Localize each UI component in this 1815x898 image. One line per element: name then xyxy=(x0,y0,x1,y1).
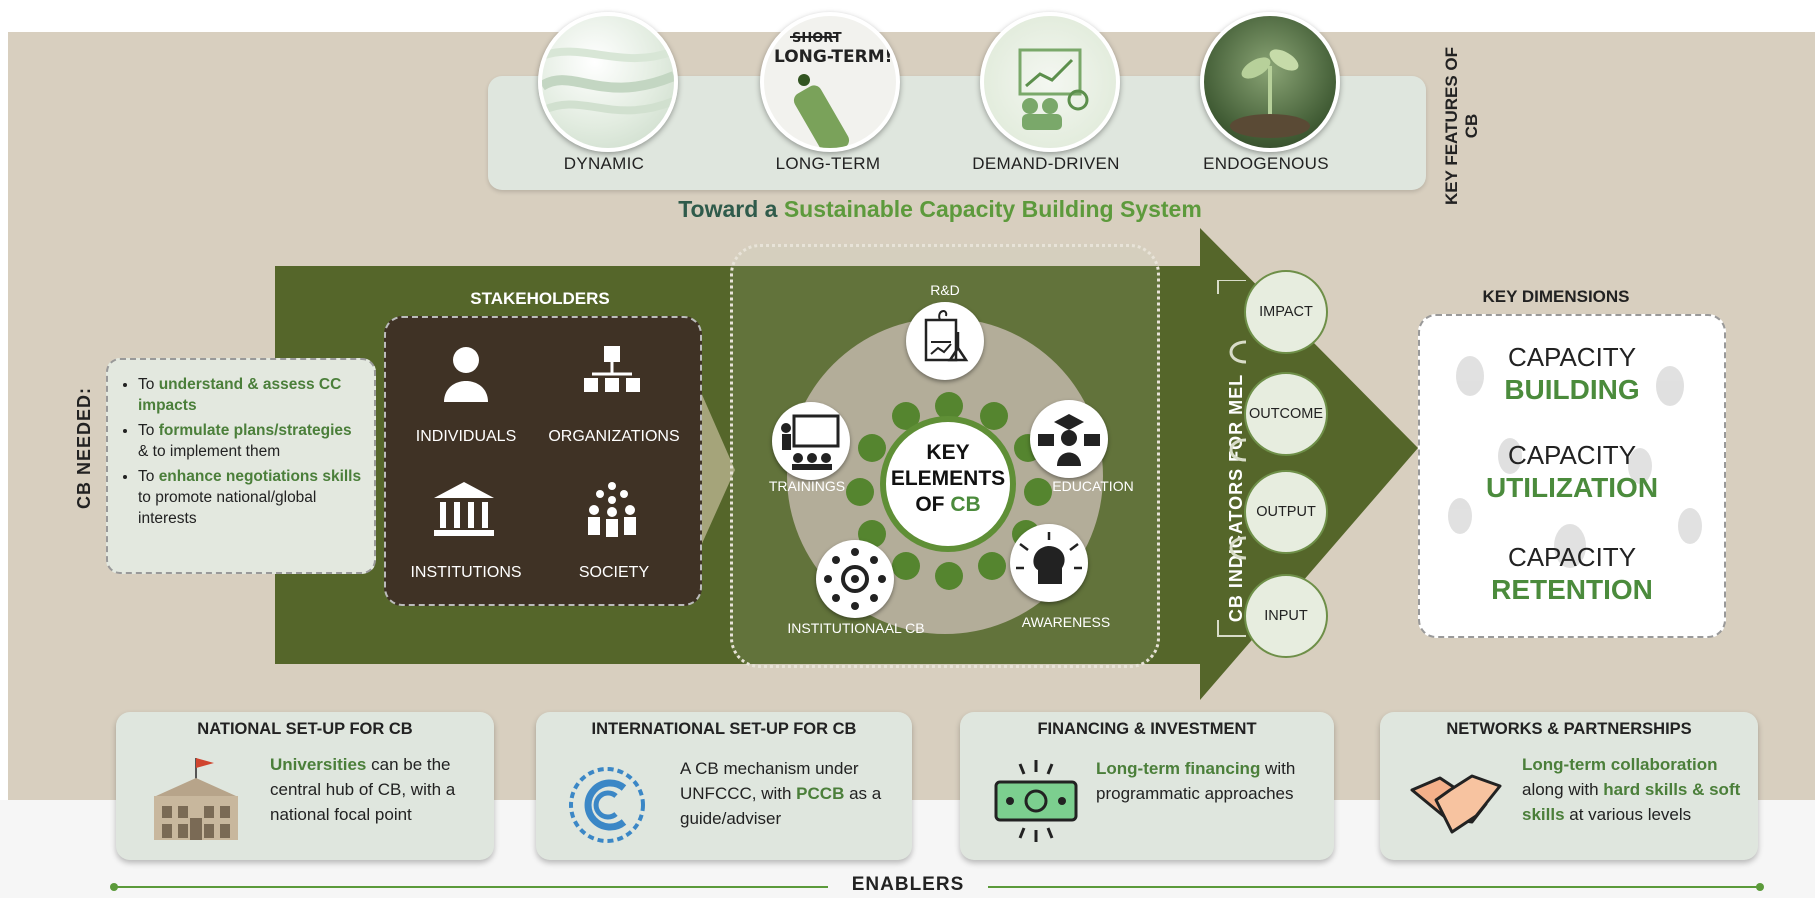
dimension-line1: CAPACITY xyxy=(1507,542,1637,572)
headline: Toward a Sustainable Capacity Building S… xyxy=(560,196,1320,223)
stakeholder-society: SOCIETY xyxy=(578,564,650,581)
chart-people-icon xyxy=(980,12,1120,152)
cb-needed-bullet: To enhance negotiations skills to promot… xyxy=(138,466,364,529)
stakeholder-institutions: INSTITUTIONS xyxy=(410,564,522,581)
cb-needed-title: CB NEEDED: xyxy=(74,387,94,510)
element-label-trainings: TRAININGS xyxy=(768,478,846,494)
org-chart-icon xyxy=(584,346,640,392)
enabler-networks: NETWORKS & PARTNERSHIPS Long-term collab… xyxy=(1380,712,1758,860)
research-icon xyxy=(906,302,984,380)
graduate-icon xyxy=(1030,400,1108,478)
gear-bump xyxy=(935,392,963,420)
stakeholders-box: INDIVIDUALS ORGANIZATIONS INSTITUTIONS S… xyxy=(384,316,702,606)
enabler-international: INTERNATIONAL SET-UP FOR CB A CB mechani… xyxy=(536,712,912,860)
head-arrows-icon xyxy=(1010,524,1088,602)
gear-bump xyxy=(980,402,1008,430)
unfccc-logo-icon xyxy=(569,767,645,843)
feature-label-long-term: LONG-TERM xyxy=(775,154,881,173)
feature-label-demand-driven: DEMAND-DRIVEN xyxy=(972,154,1120,173)
dimension-utilization: UTILIZATION xyxy=(1485,472,1659,503)
hands-background-icon xyxy=(1448,356,1702,568)
image-text: LONG-TERM! xyxy=(774,47,892,67)
gear-network-icon xyxy=(816,540,894,618)
element-label-rnd: R&D xyxy=(930,282,960,298)
indicator-input: INPUT xyxy=(1244,574,1328,658)
gear-bump xyxy=(858,434,886,462)
stakeholder-individuals: INDIVIDUALS xyxy=(415,428,517,445)
enabler-title: NETWORKS & PARTNERSHIPS xyxy=(1446,720,1692,738)
enabler-text: Universities can be the central hub of C… xyxy=(270,755,456,824)
feature-label-dynamic: DYNAMIC xyxy=(563,154,645,173)
waves-icon xyxy=(538,12,678,152)
enabler-financing: FINANCING & INVESTMENT Long-term financi… xyxy=(960,712,1334,860)
enabler-text: A CB mechanism under UNFCCC, with PCCB a… xyxy=(680,759,882,828)
key-elements-center: KEY ELEMENTS OF CB xyxy=(880,416,1016,552)
enabler-title: NATIONAL SET-UP FOR CB xyxy=(197,720,413,738)
key-features-title: KEY FEATURES OF CB xyxy=(1442,46,1481,206)
building-columns-icon xyxy=(434,482,494,536)
dimensions-box: CAPACITY BUILDING CAPACITY UTILIZATION C… xyxy=(1418,314,1726,638)
indicator-impact: IMPACT xyxy=(1244,270,1328,354)
feature-label-endogenous: ENDOGENOUS xyxy=(1203,154,1329,173)
headline-part1: Toward a xyxy=(678,196,778,222)
handshake-icon xyxy=(1410,774,1502,834)
gear-bump xyxy=(846,478,874,506)
stakeholder-organizations: ORGANIZATIONS xyxy=(548,428,680,445)
enabler-title: INTERNATIONAL SET-UP FOR CB xyxy=(591,720,857,738)
gear-bump xyxy=(935,562,963,590)
headline-part2: Sustainable Capacity Building System xyxy=(783,196,1202,222)
cb-needed-box: To understand & assess CC impacts To for… xyxy=(106,358,376,574)
banknote-icon xyxy=(994,760,1078,842)
marker-note-icon: SHORT LONG-TERM! xyxy=(760,12,900,152)
indicator-connector xyxy=(1217,280,1247,637)
dimension-building: BUILDING xyxy=(1504,374,1640,405)
dimension-line1: CAPACITY xyxy=(1507,440,1637,470)
dimension-line1: CAPACITY xyxy=(1507,342,1637,372)
element-label-education: EDUCATION xyxy=(1052,478,1134,494)
element-label-awareness: AWARENESS xyxy=(1021,614,1111,630)
sprout-icon xyxy=(1200,12,1340,152)
university-icon xyxy=(154,758,238,840)
enabler-national: NATIONAL SET-UP FOR CB Universities can … xyxy=(116,712,494,860)
line-end-dot xyxy=(110,883,118,891)
image-text-strike: SHORT xyxy=(792,31,842,46)
indicator-outcome: OUTCOME xyxy=(1244,372,1328,456)
enabler-text: Long-term collaboration along with hard … xyxy=(1522,755,1741,824)
line-end-dot xyxy=(1756,883,1764,891)
dimensions-title: KEY DIMENSIONS xyxy=(1482,287,1630,306)
cb-needed-bullet: To formulate plans/strategies & to imple… xyxy=(138,420,364,462)
enabler-title: FINANCING & INVESTMENT xyxy=(1037,720,1257,738)
presentation-icon xyxy=(772,402,850,480)
dimension-retention: RETENTION xyxy=(1491,574,1653,605)
gear-bump xyxy=(1024,478,1052,506)
cb-needed-bullet: To understand & assess CC impacts xyxy=(138,374,364,416)
gear-bump xyxy=(892,552,920,580)
indicator-output: OUTPUT xyxy=(1244,470,1328,554)
stakeholders-title: STAKEHOLDERS xyxy=(470,289,610,308)
person-icon xyxy=(444,347,488,402)
enabler-text: Long-term financing with programmatic ap… xyxy=(1096,759,1296,803)
gear-bump xyxy=(978,552,1006,580)
element-label-institutional-cb: INSTITUTIONAAL CB xyxy=(787,620,925,636)
enablers-label: ENABLERS xyxy=(828,874,988,896)
crowd-icon xyxy=(588,482,636,537)
